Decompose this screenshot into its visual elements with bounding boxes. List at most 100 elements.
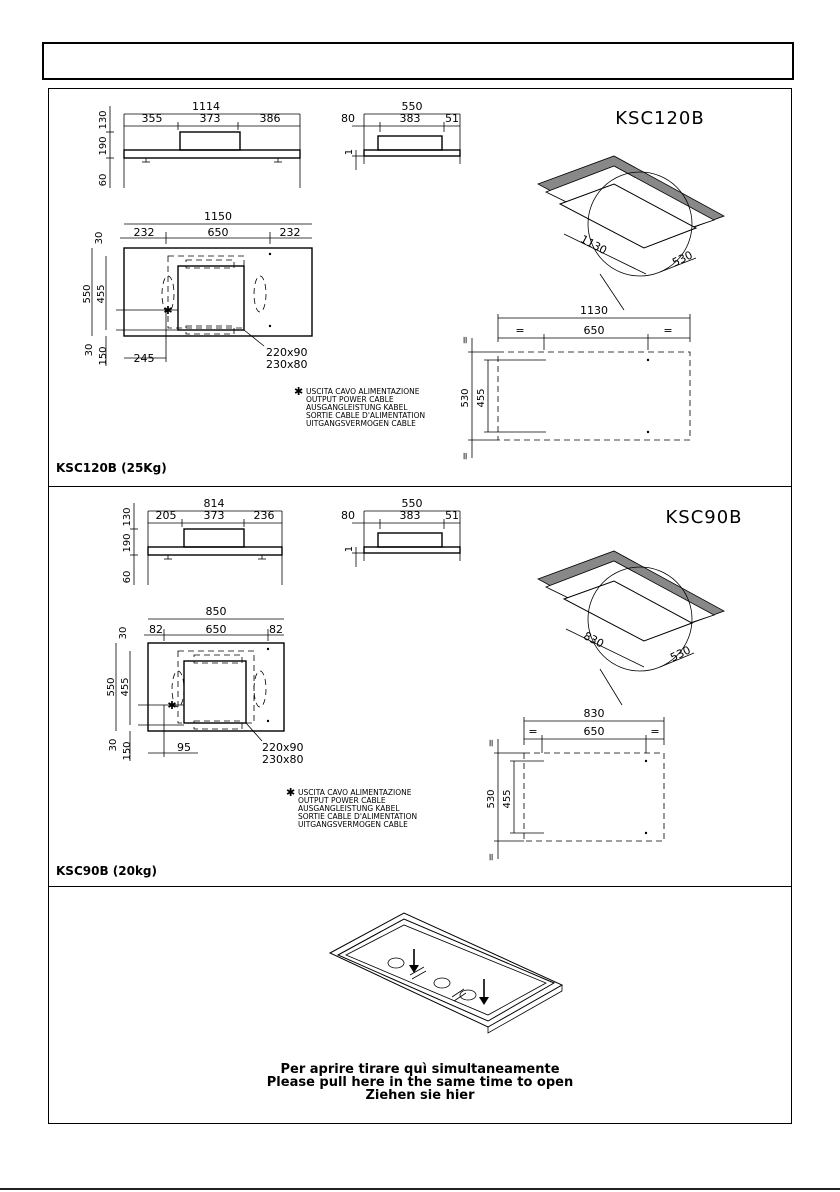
side-view: 550 80 383 51 1 [341,100,461,170]
plan-dim-offset: 95 [177,741,191,754]
front-view: 814 205 373 236 130 190 60 [122,497,283,585]
template-eq-bottom: = [460,452,471,460]
filter-panel-illustration [328,912,564,1034]
plan-dim-offset: 245 [134,352,155,365]
dim-h-mid: 190 [122,533,133,552]
plan-dim-top: 30 [118,627,129,640]
plan-dim-b2: 150 [122,741,133,760]
dim-h-mid: 190 [98,136,109,155]
template-eq-top: = [460,336,471,344]
template-eq2: = [650,725,659,738]
plan-dim-depth: 550 [82,284,93,303]
panel-separator [48,486,792,487]
panel-ksc90b: 814 205 373 236 130 190 60 550 80 383 51… [56,497,742,878]
title-box [42,42,794,80]
template-eq1: = [528,725,537,738]
side-view: 550 80 383 51 1 [341,497,461,567]
dim-total: 814 [204,497,225,510]
plan-dim-depth: 550 [106,677,117,696]
template-mid: 650 [584,725,605,738]
side-dim-h: 1 [344,546,355,552]
dim-h-bot: 60 [98,174,109,187]
plan-dim-right: 232 [280,226,301,239]
panel-separator [48,886,792,887]
holes-label-1: 220x90 [262,741,304,754]
dim-h-top: 130 [98,110,109,129]
cable-legend: ✱ USCITA CAVO ALIMENTAZIONE OUTPUT POWER… [286,786,417,829]
template-total: 830 [584,707,605,720]
drawing-frame [48,88,792,1124]
side-dim-right: 51 [445,112,459,125]
hole-dot [268,324,272,328]
dim-right: 386 [260,112,281,125]
template-eq1: = [515,324,524,337]
side-dim-total: 550 [402,100,423,113]
side-dim-mid: 383 [400,112,421,125]
holes-label-2: 230x80 [266,358,308,371]
side-dim-left: 80 [341,112,355,125]
weight-label: KSC90B (20kg) [56,864,157,878]
dim-total: 1114 [192,100,220,113]
plan-dim-mid: 650 [206,623,227,636]
side-dim-left: 80 [341,509,355,522]
dim-h-top: 130 [122,507,133,526]
template-inner: 455 [476,388,487,407]
template-eq-top: = [486,739,497,747]
legend-line: OUTPUT POWER CABLE [306,395,394,404]
dim-right: 236 [254,509,275,522]
plan-dim-bottom: 30 [84,344,95,357]
template-depth: 530 [486,789,497,808]
instruction-line-1: Per aprire tirare quì simultaneamente [280,1062,559,1077]
plan-dim-top: 30 [94,232,105,245]
side-dim-mid: 383 [400,509,421,522]
cable-legend: ✱ USCITA CAVO ALIMENTAZIONE OUTPUT POWER… [294,385,425,428]
panel-ksc120b: 1114 355 373 386 130 190 60 550 80 383 5… [56,100,725,475]
dim-mid: 373 [204,509,225,522]
plan-dim-inner: 455 [120,677,131,696]
template-eq2: = [663,324,672,337]
side-dim-total: 550 [402,497,423,510]
legend-line: USCITA CAVO ALIMENTAZIONE [306,387,420,396]
dim-left: 205 [156,509,177,522]
page-bottom-line [0,1188,840,1190]
hole-dot [268,252,272,256]
plan-dim-left: 232 [134,226,155,239]
plan-view: ✱ 850 82 650 82 550 455 30 30 150 95 220… [106,605,304,766]
weight-label: KSC120B (25Kg) [56,461,167,475]
panel-opening-instructions: Per aprire tirare quì simultaneamente Pl… [267,912,573,1103]
plan-dim-bottom: 30 [108,739,119,752]
cutout-template: 1130 = 650 = 530 455 = = [460,304,691,460]
instruction-line-3: Ziehen sie hier [365,1088,475,1103]
plan-dim-total: 850 [206,605,227,618]
holes-label-1: 220x90 [266,346,308,359]
side-dim-right: 51 [445,509,459,522]
model-name: KSC120B [615,108,705,129]
cable-marker: ✱ [163,304,172,317]
legend-marker: ✱ [286,786,295,799]
model-name: KSC90B [665,507,742,528]
legend-line: AUSGANGLEISTUNG KABEL [298,804,400,813]
holes-label-2: 230x80 [262,753,304,766]
ceiling-illustration: 830 530 [537,550,725,706]
ceiling-illustration: 1130 530 [537,155,725,311]
legend-line: SORTIE CABLE D'ALIMENTATION [306,411,425,420]
legend-line: UITGANGSVERMOGEN CABLE [298,820,408,829]
plan-dim-right: 82 [269,623,283,636]
plan-dim-total: 1150 [204,210,232,223]
cutout-d: 530 [670,248,695,269]
legend-line: AUSGANGLEISTUNG KABEL [306,403,408,412]
dim-left: 355 [142,112,163,125]
side-dim-h: 1 [344,149,355,155]
legend-marker: ✱ [294,385,303,398]
legend-line: OUTPUT POWER CABLE [298,796,386,805]
template-eq-bottom: = [486,853,497,861]
cutout-template: 830 = 650 = 530 455 = = [486,707,665,861]
legend-line: SORTIE CABLE D'ALIMENTATION [298,812,417,821]
cutout-d: 530 [668,643,693,664]
plan-dim-inner: 455 [96,284,107,303]
dim-mid: 373 [200,112,221,125]
cutout-w: 830 [581,629,606,650]
template-depth: 530 [460,388,471,407]
template-total: 1130 [580,304,608,317]
template-mid: 650 [584,324,605,337]
